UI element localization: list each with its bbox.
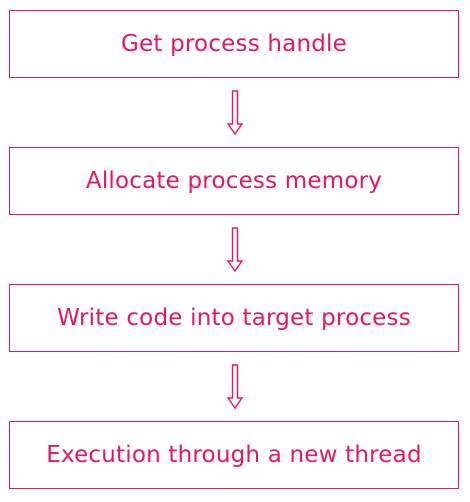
step-label: Get process handle — [121, 31, 347, 57]
step-box-allocate-process-memory: Allocate process memory — [9, 147, 459, 215]
step-label: Execution through a new thread — [46, 442, 422, 468]
down-arrow-icon — [226, 364, 244, 410]
down-arrow-icon — [226, 90, 244, 136]
down-arrow-icon — [226, 227, 244, 273]
step-box-execution-new-thread: Execution through a new thread — [9, 421, 459, 489]
step-box-get-process-handle: Get process handle — [9, 10, 459, 78]
step-box-write-code: Write code into target process — [9, 284, 459, 352]
step-label: Write code into target process — [57, 305, 411, 331]
step-label: Allocate process memory — [85, 168, 383, 194]
